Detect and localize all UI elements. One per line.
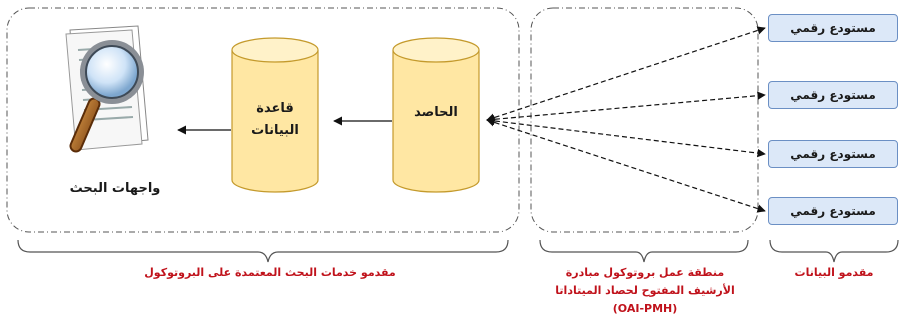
harvester-cylinder xyxy=(392,37,480,193)
service-provider-region xyxy=(6,7,520,233)
database-label-line-1: قاعدة xyxy=(256,101,294,116)
repository-box: مستودع رقمي xyxy=(768,197,898,225)
protocol-region xyxy=(530,7,759,233)
service-providers-caption: مقدمو خدمات البحث المعتمدة على البروتوكو… xyxy=(144,266,396,279)
service-provider-brace xyxy=(17,239,509,263)
harvester-label: الحاصد xyxy=(414,105,458,120)
data-providers-caption: مقدمو البيانات xyxy=(794,266,874,279)
database-label: قاعدة البيانات xyxy=(235,98,315,142)
protocol-caption-line-2: الأرشيف المفتوح لحصاد الميتاداتا xyxy=(555,284,735,297)
database-cylinder xyxy=(231,37,319,193)
protocol-brace xyxy=(539,239,749,263)
database-label-line-2: البيانات xyxy=(251,123,299,138)
magnifier-icon xyxy=(69,40,144,153)
repository-box: مستودع رقمي xyxy=(768,140,898,168)
search-interface-label: واجهات البحث xyxy=(69,181,161,196)
data-provider-brace xyxy=(769,239,899,263)
protocol-caption-line-1: منطقة عمل بروتوكول مبادرة xyxy=(565,266,725,279)
protocol-zone-caption: منطقة عمل بروتوكول مبادرة الأرشيف المفتو… xyxy=(520,264,770,318)
repository-box: مستودع رقمي xyxy=(768,81,898,109)
protocol-caption-line-3: (OAI-PMH) xyxy=(612,302,678,315)
repository-box: مستودع رقمي xyxy=(768,14,898,42)
harvest-arrows xyxy=(486,26,766,213)
